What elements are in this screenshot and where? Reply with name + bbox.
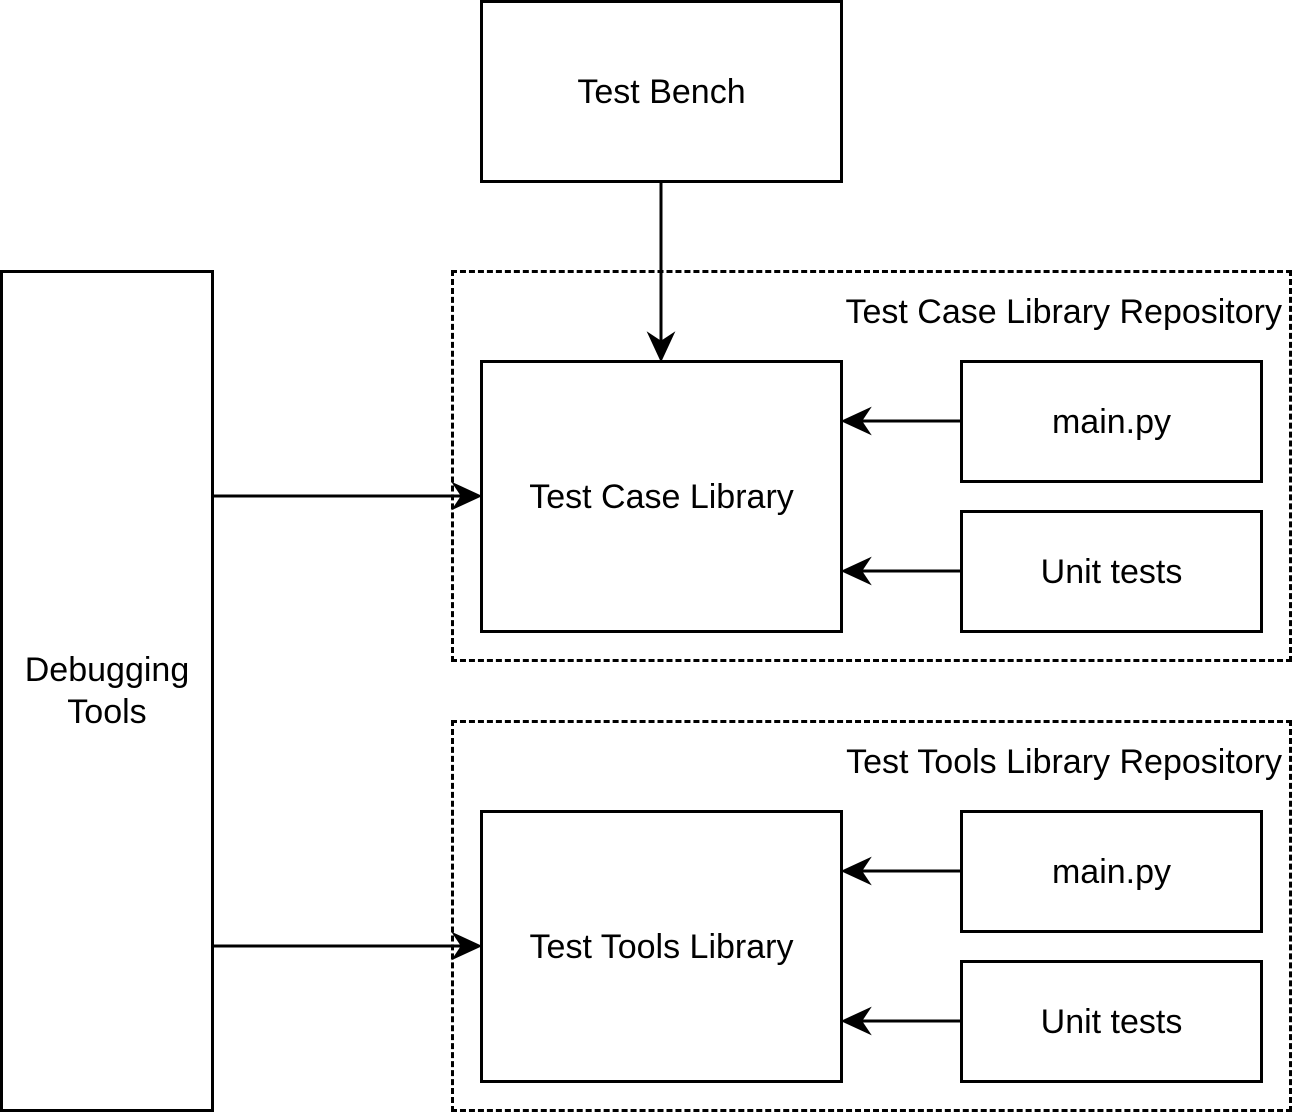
test-bench-node: Test Bench bbox=[480, 0, 843, 183]
test-tools-library-node: Test Tools Library bbox=[480, 810, 843, 1083]
tools-main-py-node: main.py bbox=[960, 810, 1263, 933]
case-unit-tests-node: Unit tests bbox=[960, 510, 1263, 633]
case-main-py-node: main.py bbox=[960, 360, 1263, 483]
test-case-library-repository-group bbox=[451, 270, 1292, 662]
debugging-tools-node: Debugging Tools bbox=[0, 270, 214, 1112]
test-case-library-repository-label: Test Case Library Repository bbox=[845, 293, 1282, 331]
tools-unit-tests-node: Unit tests bbox=[960, 960, 1263, 1083]
test-tools-library-repository-label: Test Tools Library Repository bbox=[846, 743, 1282, 781]
test-case-library-node: Test Case Library bbox=[480, 360, 843, 633]
test-tools-library-repository-group bbox=[451, 720, 1292, 1112]
